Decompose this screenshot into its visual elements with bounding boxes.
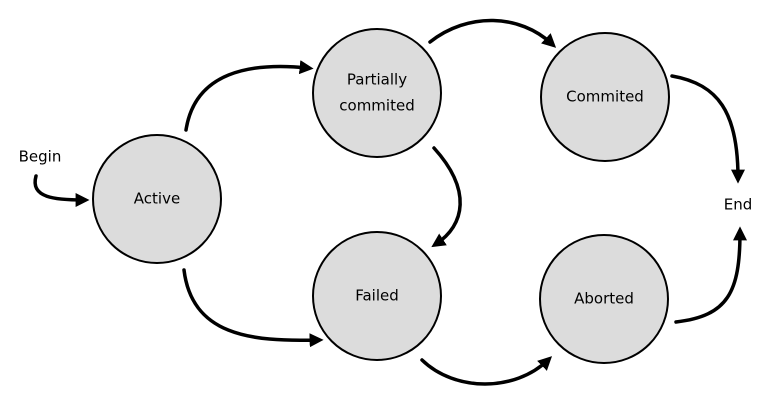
terminal-end-label: End <box>724 196 753 214</box>
state-partially-commited: Partially commited <box>312 28 442 158</box>
state-failed: Failed <box>312 231 442 361</box>
arrow-partially-commited-to-failed <box>431 146 462 248</box>
state-failed-label: Failed <box>355 287 399 305</box>
arrow-begin-to-active <box>33 174 90 207</box>
state-partially-commited-label-line2: commited <box>339 97 414 115</box>
arrow-active-to-failed <box>182 268 324 348</box>
state-partially-commited-label-line1: Partially <box>347 71 407 89</box>
arrow-commited-to-end <box>670 74 745 184</box>
state-commited: Commited <box>540 32 670 162</box>
state-active-label: Active <box>134 190 180 208</box>
arrow-aborted-to-end <box>674 226 747 324</box>
arrow-active-to-partially-commited <box>184 60 314 132</box>
state-commited-label: Commited <box>566 88 644 106</box>
terminal-begin-label: Begin <box>19 148 62 166</box>
arrow-partially-commited-to-commited <box>428 18 557 48</box>
state-active: Active <box>92 134 222 264</box>
state-aborted-label: Aborted <box>574 290 634 308</box>
state-aborted: Aborted <box>539 234 669 364</box>
arrow-failed-to-aborted <box>420 356 553 386</box>
